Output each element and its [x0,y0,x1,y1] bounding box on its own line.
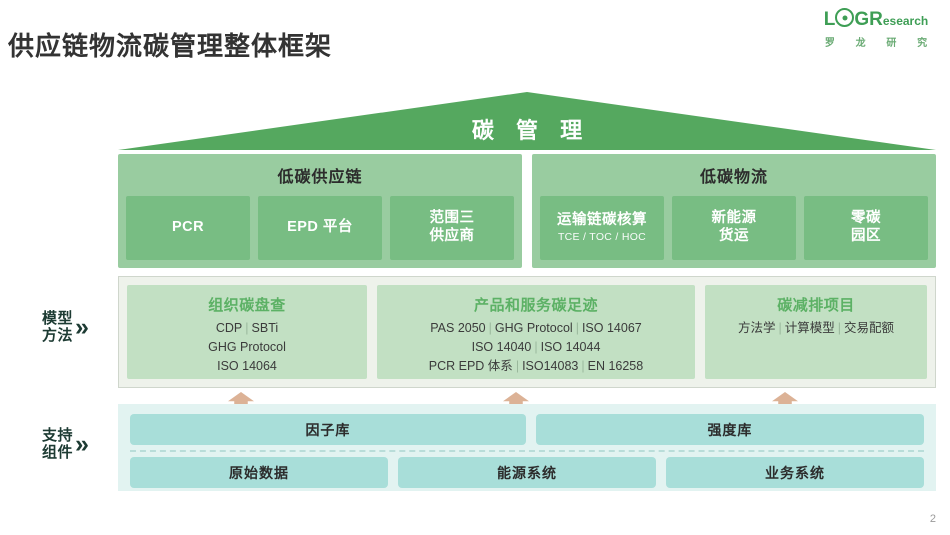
dashed-divider [130,450,924,452]
support-components-row: 因子库 强度库 原始数据 能源系统 业务系统 [118,404,936,491]
pillar-low-carbon-supply-chain[interactable]: 低碳供应链 PCR EPD 平台 范围三供应商 [118,154,522,268]
model-box-line: ISO 14040|ISO 14044 [471,340,601,354]
model-box-line: ISO 14064 [217,359,277,373]
pillar-title: 低碳物流 [699,169,768,186]
support-box-raw-data[interactable]: 原始数据 [130,457,388,488]
pillars-row: 低碳供应链 PCR EPD 平台 范围三供应商 低碳物流 运输链碳核算 TCE … [118,154,936,268]
pillar-box-label: EPD 平台 [287,219,353,236]
pillar-box-label: PCR [171,219,205,236]
page-number: 2 [929,513,936,525]
support-box-label: 因子库 [305,421,351,438]
model-box-line: 方法学|计算模型|交易配额 [737,321,895,335]
support-top-row: 因子库 强度库 [130,414,924,445]
pillar-box-label: 新能源货运 [711,210,757,244]
pillar-box-label: 零碳园区 [851,210,881,244]
chevron-right-icon: » [75,312,89,341]
pillar-box-sublabel: TCE / TOC / HOC [557,231,647,244]
model-box-title: 产品和服务碳足迹 [473,297,598,314]
logo: L GResearch 罗 龙 研 究 [812,8,940,49]
pillar-low-carbon-logistics[interactable]: 低碳物流 运输链碳核算 TCE / TOC / HOC 新能源货运 零碳园区 [532,154,936,268]
support-box-label: 原始数据 [229,464,289,481]
model-box-organization-carbon-inventory[interactable]: 组织碳盘查 CDP|SBTi GHG Protocol ISO 14064 [127,285,367,379]
logo-middle: GR [854,9,883,30]
pillar-box[interactable]: 运输链碳核算 TCE / TOC / HOC [540,196,664,260]
side-label-line1: 模型 [42,310,74,327]
support-box-energy-system[interactable]: 能源系统 [398,457,656,488]
support-box-business-system[interactable]: 业务系统 [666,457,924,488]
support-box-label: 能源系统 [497,464,557,481]
pillar-box-label: 范围三供应商 [429,210,475,244]
model-box-line: GHG Protocol [208,340,286,354]
page-title: 供应链物流碳管理整体框架 [8,31,333,61]
side-label-line1: 支持 [42,427,74,444]
logo-wordmark: L GResearch [812,8,940,31]
pillar-box[interactable]: 新能源货运 [672,196,796,260]
side-label-support-component: 支持 组件 » [42,427,89,462]
logo-suffix: esearch [882,14,929,28]
target-o-icon [835,8,855,27]
pillar-boxes: PCR EPD 平台 范围三供应商 [118,196,522,268]
side-label-model-method: 模型 方法 » [42,310,89,345]
side-label-line2: 方法 [42,327,74,345]
pillar-box[interactable]: 零碳园区 [804,196,928,260]
roof-label: 碳 管 理 [471,118,591,143]
support-box-label: 业务系统 [765,464,825,481]
side-label-text: 支持 组件 [42,427,73,462]
model-method-row: 组织碳盘查 CDP|SBTi GHG Protocol ISO 14064 产品… [118,276,936,388]
side-label-line2: 组件 [42,444,74,462]
pillar-box[interactable]: EPD 平台 [258,196,382,260]
support-bottom-row: 原始数据 能源系统 业务系统 [130,457,924,488]
pillar-title: 低碳供应链 [277,169,363,186]
chevron-right-icon: » [75,429,89,458]
pillar-box[interactable]: PCR [126,196,250,260]
roof-container: 碳 管 理 [118,92,936,150]
pillar-boxes: 运输链碳核算 TCE / TOC / HOC 新能源货运 零碳园区 [532,196,936,268]
support-box-intensity-library[interactable]: 强度库 [535,414,924,445]
side-label-text: 模型 方法 [42,310,73,345]
support-box-label: 强度库 [707,421,753,438]
model-box-carbon-reduction-project[interactable]: 碳减排项目 方法学|计算模型|交易配额 [705,285,927,379]
model-box-line: CDP|SBTi [215,321,279,335]
model-box-title: 组织碳盘查 [208,297,286,314]
logo-subtitle: 罗 龙 研 究 [824,38,937,49]
pillar-box[interactable]: 范围三供应商 [390,196,514,260]
pillar-box-label: 运输链碳核算 [557,211,647,228]
support-box-factor-library[interactable]: 因子库 [130,414,526,445]
model-box-title: 碳减排项目 [777,297,855,314]
model-box-line: PAS 2050|GHG Protocol|ISO 14067 [430,321,642,335]
model-box-product-service-carbon-footprint[interactable]: 产品和服务碳足迹 PAS 2050|GHG Protocol|ISO 14067… [377,285,695,379]
logo-prefix: L [823,9,836,30]
model-box-line: PCR EPD 体系|ISO14083|EN 16258 [428,359,644,373]
